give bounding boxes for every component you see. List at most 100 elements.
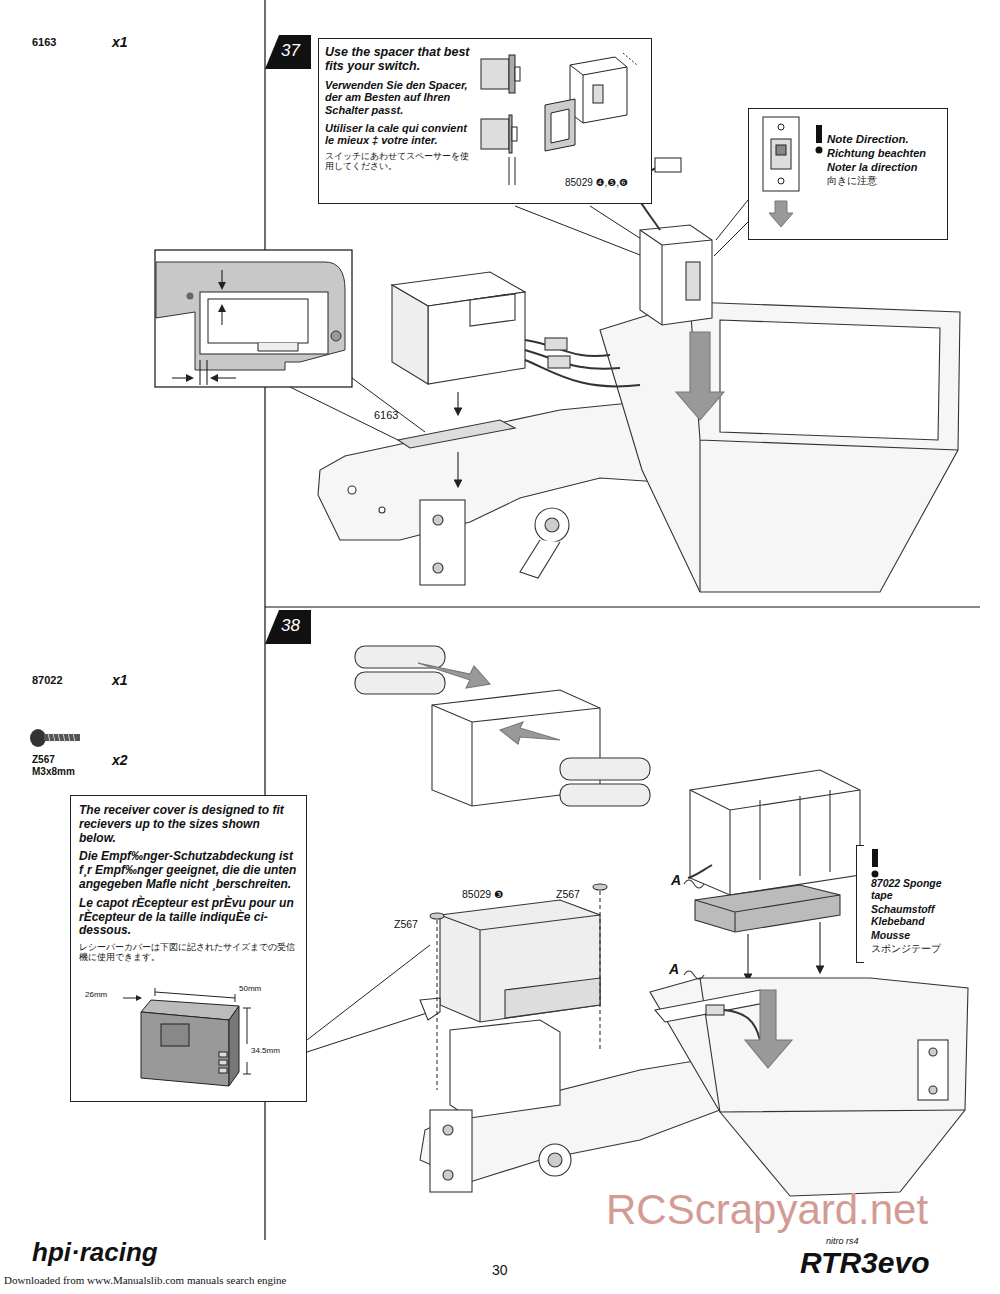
note-text: Le capot rÈcepteur est prÈvu pour un rÈc… <box>79 897 298 938</box>
quantity: x2 <box>112 752 128 768</box>
text-column: Use the spacer that best fits your switc… <box>325 45 475 197</box>
chassis-step38 <box>560 758 650 780</box>
spacer-illustration-art <box>593 85 603 103</box>
spacer-illustration-art <box>623 53 637 65</box>
screw-icon <box>48 733 75 742</box>
note-text: Verwenden Sie den Spacer, der am Besten … <box>325 79 475 117</box>
chassis-step38 <box>593 884 607 890</box>
switch-illustration-art <box>771 139 791 169</box>
bracket-ticks <box>856 845 864 963</box>
chassis-step37 <box>520 540 560 578</box>
inset-detail <box>212 378 236 379</box>
chassis-step38 <box>684 971 704 979</box>
chassis-step38 <box>436 920 437 1090</box>
chassis-step38 <box>929 1048 937 1056</box>
part-number: Z567 <box>394 918 418 930</box>
product-logo: RTR3evo <box>800 1246 930 1281</box>
chassis-step37 <box>379 507 385 513</box>
note-text: レシーバーカバーは下図に記されたサイズまでの受信機に使用できます。 <box>79 943 298 963</box>
chassis-step38 <box>760 790 830 880</box>
callout-box: The receiver cover is designed to fit re… <box>70 795 307 1102</box>
switch-illustration-art <box>749 109 811 237</box>
screw-icon <box>30 729 46 747</box>
chassis-step38 <box>690 790 860 895</box>
step-badge: 38 <box>265 610 311 644</box>
chassis-step37 <box>548 356 570 368</box>
chassis-step38 <box>560 784 650 806</box>
chassis-step38 <box>599 891 600 1050</box>
inset-detail <box>222 270 223 288</box>
product-logo: nitro rs4 <box>826 1236 859 1246</box>
chassis-step37 <box>545 518 559 532</box>
spacer-illustration-art <box>475 45 643 197</box>
chassis-step38 <box>440 915 600 1022</box>
receiver-size-illustration-art <box>219 1060 227 1065</box>
chassis-step38 <box>695 885 840 932</box>
step-number: 38 <box>265 610 311 636</box>
chassis-step38 <box>355 672 445 694</box>
chassis-step38 <box>747 934 748 980</box>
chassis-step37 <box>720 320 940 440</box>
page-number: 30 <box>492 1262 508 1278</box>
chassis-step38 <box>688 865 712 878</box>
callout-letter: A <box>669 961 679 977</box>
chassis-step37 <box>457 452 458 486</box>
warning-symbol <box>813 125 825 155</box>
switch-illustration-art <box>778 124 784 130</box>
warning-symbol-art <box>872 871 879 878</box>
chassis-step38 <box>929 1086 937 1094</box>
warning-symbol-art <box>816 125 822 143</box>
screw-icon <box>30 729 80 747</box>
inset-detail <box>155 250 352 387</box>
receiver-size-illustration-art <box>243 1007 251 1008</box>
inset-detail <box>258 343 298 351</box>
inset-detail <box>200 360 201 385</box>
note-text: Utiliser la cale qui convient le mieux ‡… <box>325 122 475 147</box>
switch-illustration-art <box>769 201 793 227</box>
part-number: Z567 M3x8mm <box>32 754 90 777</box>
chassis-step38 <box>500 722 560 744</box>
chassis-step37 <box>640 230 712 325</box>
receiver-size-illustration-art <box>219 1052 227 1057</box>
chassis-step37 <box>433 563 443 573</box>
inset-detail <box>156 262 345 370</box>
quantity: x1 <box>112 34 128 50</box>
note-text: スイッチにあわせてスペーサーを使用してください。 <box>325 152 475 172</box>
note-text: The receiver cover is designed to fit re… <box>79 804 298 845</box>
spacer-illustration-art <box>515 67 520 81</box>
chassis-step38 <box>695 895 840 932</box>
dimension: 34.5mm <box>251 1046 280 1055</box>
note-text: Richtung beachten <box>827 147 943 160</box>
chassis-step37 <box>433 515 443 525</box>
spacer-illustration-art <box>509 157 510 185</box>
chassis-step38 <box>706 1005 724 1015</box>
receiver-size-illustration-art <box>219 1068 227 1073</box>
badge-shape <box>265 35 311 69</box>
quantity: x1 <box>112 672 128 688</box>
spacer-illustration-art <box>509 55 515 93</box>
chassis-step37 <box>420 500 465 585</box>
chassis-step38 <box>548 1153 562 1167</box>
part-number: 6163 <box>374 409 398 422</box>
chassis-step37 <box>470 294 515 326</box>
part-note: 87022 Sponge tapeSchaumstoff KlebebandMo… <box>856 845 968 963</box>
note-text: Note Direction. <box>827 133 943 146</box>
dimension: 26mm <box>85 990 107 999</box>
receiver-size-illustration: 26mm50mm34.5mm <box>79 968 298 1093</box>
switch-illustration-art <box>763 117 799 191</box>
spacer-illustration-art <box>570 65 627 123</box>
callout-box: Use the spacer that best fits your switc… <box>318 38 652 204</box>
spacer-illustration-art <box>515 157 516 185</box>
chassis-step37 <box>348 486 356 494</box>
switch-illustration-art <box>776 145 786 155</box>
note-text: 向きに注意 <box>827 175 943 187</box>
leader-line <box>307 1012 430 1052</box>
note-text: Mousse <box>871 929 966 941</box>
chassis-step37 <box>428 292 525 384</box>
chassis-step38 <box>355 646 968 1196</box>
text-column: The receiver cover is designed to fit re… <box>79 804 298 963</box>
inset-detail <box>222 306 223 325</box>
chassis-step37 <box>545 338 567 350</box>
part-number: 85029 ❹,❺,❻ <box>565 177 628 189</box>
note-text: 87022 Sponge tape <box>871 877 966 901</box>
